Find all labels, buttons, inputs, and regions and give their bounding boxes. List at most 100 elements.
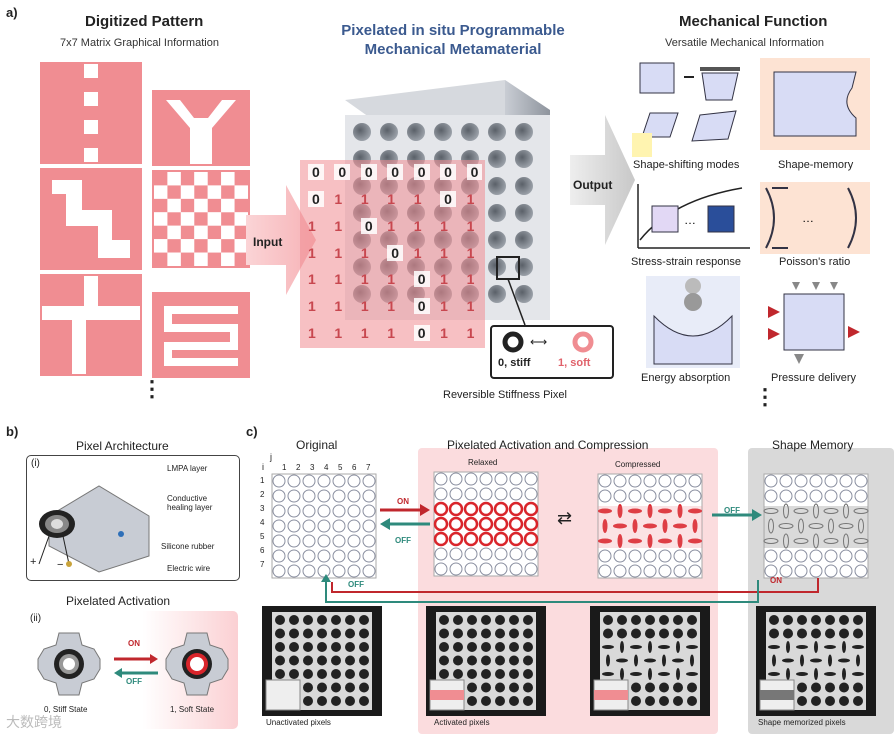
photo-pore bbox=[786, 668, 790, 680]
photo-pore bbox=[825, 628, 835, 639]
photo-pore bbox=[772, 654, 776, 667]
photo-pore bbox=[481, 655, 491, 666]
lattice-pore bbox=[493, 531, 509, 547]
photo-pore bbox=[275, 669, 285, 679]
compressed-pore bbox=[673, 523, 687, 529]
layer-label-3: Electric wire bbox=[167, 564, 211, 573]
photo-pore bbox=[687, 682, 697, 693]
photo-pore bbox=[289, 628, 299, 639]
checker-cell bbox=[221, 212, 235, 226]
pressure-delivery-icon bbox=[768, 282, 860, 364]
pixel-cross-section-illustration bbox=[38, 485, 150, 573]
photo-pore bbox=[853, 628, 863, 639]
lattice-pore bbox=[524, 562, 538, 576]
bidirectional-arrow-icon: ⟷ bbox=[530, 335, 548, 349]
lattice-pore bbox=[809, 564, 823, 578]
lattice-hole bbox=[515, 285, 533, 303]
function-caption-2: Stress-strain response bbox=[631, 256, 742, 268]
photo-pore bbox=[782, 658, 794, 663]
checker-cell bbox=[180, 172, 195, 186]
panel-b-label: b) bbox=[6, 424, 19, 439]
matrix-cell: 1 bbox=[308, 271, 316, 288]
photo-pore bbox=[824, 672, 836, 676]
checker-cell bbox=[207, 225, 222, 240]
lattice-pore bbox=[302, 504, 316, 518]
shape-shifting-icon bbox=[632, 62, 740, 157]
svg-text:…: … bbox=[684, 213, 696, 227]
row-number: 5 bbox=[260, 532, 265, 541]
photo-pore bbox=[481, 696, 491, 706]
photo-pore bbox=[317, 669, 327, 679]
photo-pore bbox=[481, 628, 491, 639]
photo-pore bbox=[838, 658, 850, 663]
photo-pore bbox=[467, 682, 477, 693]
photo-pore bbox=[811, 615, 821, 625]
photo-pore bbox=[631, 615, 641, 625]
lattice-pore bbox=[839, 564, 853, 578]
photo-pore bbox=[275, 642, 285, 652]
photo-pore bbox=[317, 655, 327, 666]
lattice-pore bbox=[464, 472, 478, 486]
photo-pore bbox=[797, 615, 807, 625]
lattice-pore bbox=[332, 564, 346, 578]
photo-pore bbox=[509, 696, 519, 706]
lattice-pore bbox=[794, 489, 808, 503]
compressed-pore bbox=[617, 504, 623, 518]
lattice-pore bbox=[613, 474, 627, 488]
photo-pore bbox=[659, 696, 669, 706]
photo-pore bbox=[523, 628, 533, 639]
lattice-pore bbox=[272, 564, 286, 578]
photo-pore bbox=[331, 682, 341, 693]
photo-pore bbox=[810, 658, 822, 663]
pixelated-activation-box: (ii) ON OFF 0, Stiff State 1, Soft State bbox=[26, 611, 238, 729]
lattice-pore bbox=[643, 474, 657, 488]
lattice-pore bbox=[433, 516, 449, 532]
checker-cell bbox=[154, 225, 168, 240]
soft-state-label: 1, Soft State bbox=[170, 705, 215, 714]
checker-cell bbox=[234, 172, 248, 186]
photo-pore bbox=[644, 658, 656, 663]
checker-cell bbox=[194, 198, 208, 213]
checker-cell bbox=[207, 239, 222, 253]
matrix-cell: 1 bbox=[440, 271, 448, 288]
photo-pore bbox=[814, 668, 818, 680]
photo-pore bbox=[814, 641, 818, 653]
lattice-pore bbox=[479, 547, 493, 561]
photo-pore bbox=[620, 641, 624, 653]
photo-pore bbox=[768, 672, 780, 676]
lattice-pore bbox=[764, 489, 778, 503]
compressed-pore bbox=[677, 534, 683, 548]
lattice-pore bbox=[433, 531, 449, 547]
digitized-pattern-subtitle: 7x7 Matrix Graphical Information bbox=[60, 37, 219, 49]
reversible-arrows-icon: ⇄ bbox=[557, 508, 573, 528]
soft-ring-icon bbox=[572, 331, 594, 353]
lattice-pore bbox=[494, 562, 508, 576]
photo-pore bbox=[495, 696, 505, 706]
column-number: 2 bbox=[296, 463, 301, 472]
compressed-lattice bbox=[597, 473, 703, 579]
checker-cell bbox=[207, 252, 222, 266]
photo-pore bbox=[303, 615, 313, 625]
lattice-pore bbox=[317, 519, 331, 533]
lattice-pore bbox=[794, 549, 808, 563]
photo-pore bbox=[783, 628, 793, 639]
compressed-pore bbox=[677, 504, 683, 518]
lattice-pore bbox=[613, 564, 627, 578]
lattice-hole bbox=[488, 204, 506, 222]
activation-title: Pixelated Activation and Compression bbox=[447, 438, 649, 452]
lattice-pore bbox=[332, 489, 346, 503]
photo-pore bbox=[797, 682, 807, 693]
lattice-pore bbox=[317, 564, 331, 578]
reversible-pixel-caption: Reversible Stiffness Pixel bbox=[443, 389, 567, 401]
photo-pore bbox=[467, 628, 477, 639]
lattice-pore bbox=[449, 487, 463, 501]
lattice-hole bbox=[515, 123, 533, 141]
photo-pore bbox=[769, 615, 779, 625]
matrix-cell: 1 bbox=[387, 298, 396, 315]
photo-pore bbox=[453, 669, 463, 679]
memorized-pore bbox=[783, 503, 789, 519]
photo-pore bbox=[839, 696, 849, 706]
lattice-hole bbox=[353, 123, 371, 141]
photo-pore bbox=[481, 682, 491, 693]
